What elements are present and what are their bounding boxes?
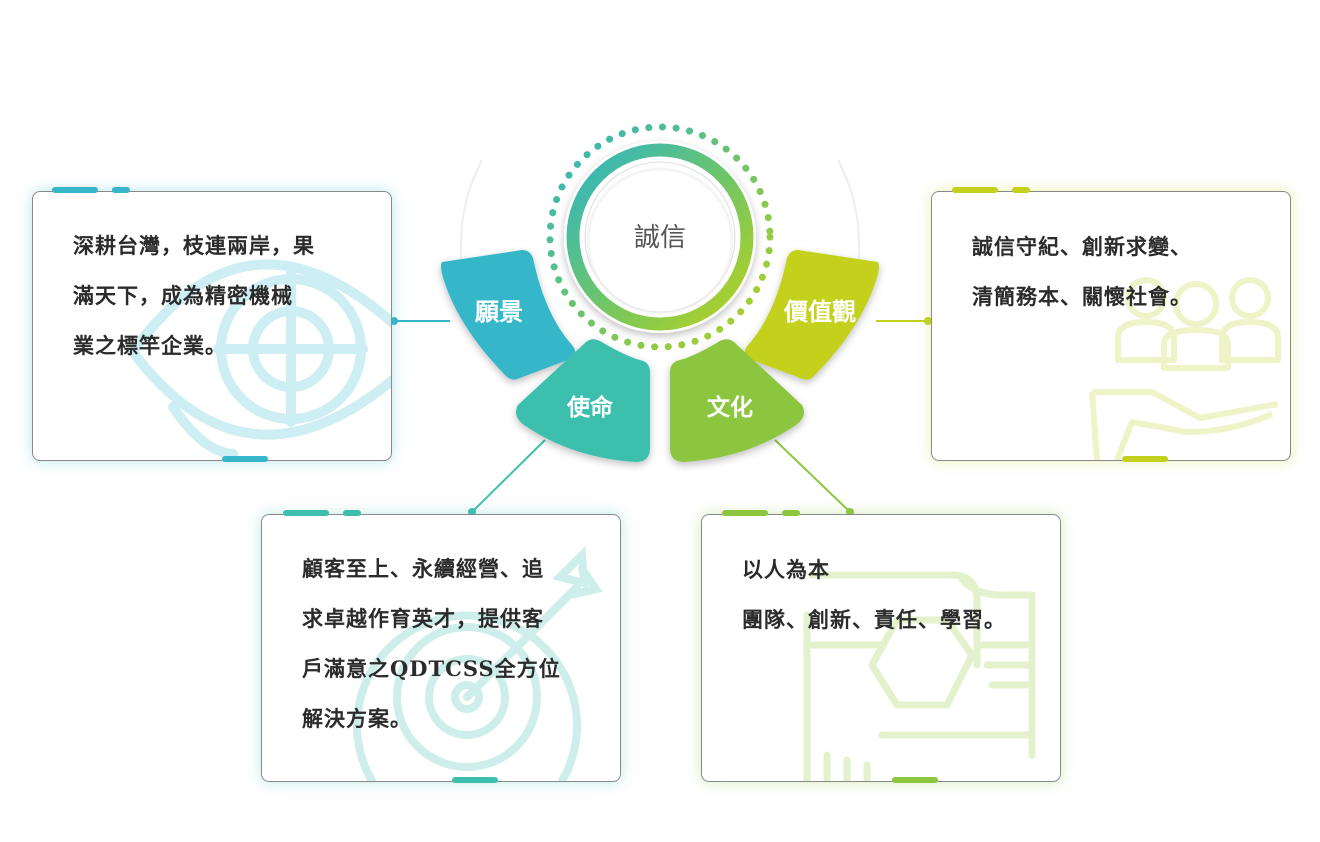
card-vision-line: 滿天下，成為精密機械 — [73, 283, 293, 308]
card-mission-bottom-tab — [452, 777, 498, 783]
eye-target-icon — [128, 259, 391, 459]
segment-values — [744, 250, 879, 380]
card-culture-text: 以人為本 團隊、創新、責任、學習。 — [742, 545, 1006, 645]
card-values-tab — [952, 187, 998, 193]
card-mission-line: 解決方案。 — [302, 706, 412, 731]
connector-mission — [468, 439, 546, 516]
card-values: 誠信守紀、創新求變、 清簡務本、關懷社會。 — [931, 191, 1291, 461]
card-culture-bottom-tab — [892, 777, 938, 783]
card-culture-line: 團隊、創新、責任、學習。 — [742, 607, 1006, 632]
connector-values — [876, 317, 932, 325]
connector-vision — [390, 317, 450, 325]
card-mission-text: 顧客至上、永續經營、追 求卓越作育英才，提供客 戶滿意之QDTCSS全方位 解決… — [302, 544, 561, 744]
card-mission: 顧客至上、永續經營、追 求卓越作育英才，提供客 戶滿意之QDTCSS全方位 解決… — [261, 514, 621, 782]
segment-label-culture: 文化 — [707, 395, 753, 421]
segment-label-vision: 願景 — [475, 298, 523, 326]
card-culture-tab-small — [782, 510, 800, 516]
card-vision: 深耕台灣，枝連兩岸，果 滿天下，成為精密機械 業之標竿企業。 — [32, 191, 392, 461]
card-values-line: 清簡務本、關懷社會。 — [972, 284, 1192, 309]
segment-vision — [441, 250, 576, 380]
dartboard-icon — [353, 545, 603, 781]
card-values-bottom-tab — [1122, 456, 1168, 462]
card-vision-line: 深耕台灣，枝連兩岸，果 — [73, 233, 315, 258]
card-mission-line: 戶滿意之QDTCSS全方位 — [302, 656, 561, 681]
segment-culture — [670, 339, 804, 462]
joined-hands-icon — [803, 571, 1036, 781]
card-culture-tab — [722, 510, 768, 516]
card-vision-text: 深耕台灣，枝連兩岸，果 滿天下，成為精密機械 業之標竿企業。 — [73, 221, 315, 371]
segment-label-mission: 使命 — [567, 395, 613, 421]
card-mission-line: 求卓越作育英才，提供客 — [302, 606, 544, 631]
segment-label-values: 價值觀 — [784, 298, 856, 326]
connector-culture — [774, 439, 854, 516]
center-ring — [546, 123, 774, 351]
card-values-tab-small — [1012, 187, 1030, 193]
team-hand-icon — [1089, 277, 1281, 460]
card-culture-line: 以人為本 — [742, 557, 830, 582]
card-vision-line: 業之標竿企業。 — [73, 333, 227, 358]
card-vision-tab-small — [112, 187, 130, 193]
card-vision-bottom-tab — [222, 456, 268, 462]
card-mission-tab — [283, 510, 329, 516]
card-values-line: 誠信守紀、創新求變、 — [972, 234, 1192, 259]
card-mission-tab-small — [343, 510, 361, 516]
card-values-text: 誠信守紀、創新求變、 清簡務本、關懷社會。 — [972, 222, 1192, 322]
card-mission-line: 顧客至上、永續經營、追 — [302, 556, 544, 581]
card-vision-tab — [52, 187, 98, 193]
center-label: 誠信 — [633, 223, 686, 253]
card-culture: 以人為本 團隊、創新、責任、學習。 — [701, 514, 1061, 782]
segment-mission — [516, 339, 650, 462]
